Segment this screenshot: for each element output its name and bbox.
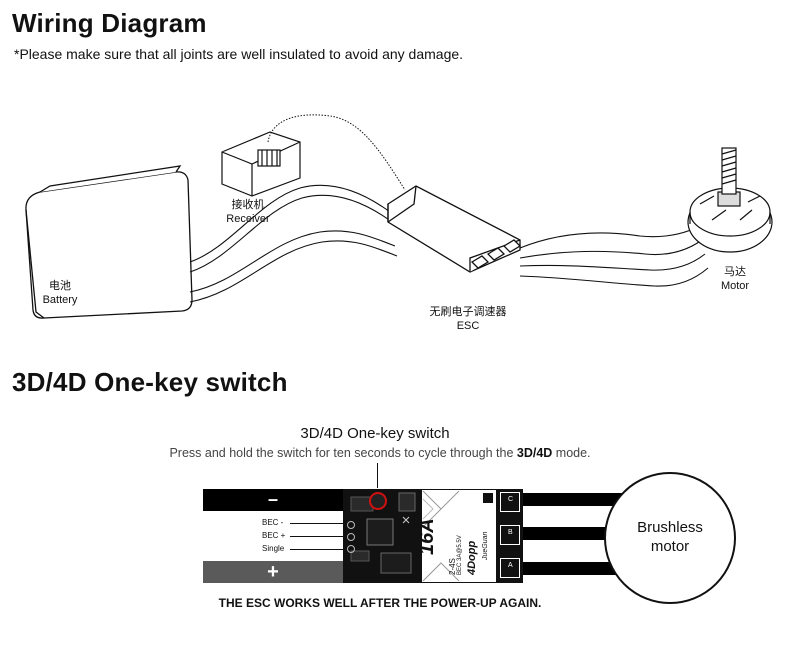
esc-label-sticker xyxy=(421,489,497,583)
esc-label-en: ESC xyxy=(456,320,480,332)
phase-label-c: C xyxy=(508,496,514,503)
brand-badge: T xyxy=(462,494,468,504)
brushless-motor-line1: Brushless xyxy=(637,519,703,536)
receiver-label-en: Receiver xyxy=(226,213,270,225)
footer-text: THE ESC WORKS WELL AFTER THE POWER-UP AG… xyxy=(218,596,542,610)
receiver-label: 接收机 Receiver xyxy=(220,198,276,226)
battery-label-cn: 电池 xyxy=(49,280,71,292)
brushless-motor-label: Brushless motor xyxy=(606,518,734,556)
receiver-label-cn: 接收机 xyxy=(231,199,265,211)
pin-leader-2 xyxy=(290,536,346,537)
one-key-switch-button[interactable] xyxy=(369,492,387,510)
pin-label-signal: Single xyxy=(262,544,285,553)
signal-wire xyxy=(267,114,406,191)
cells-text: 2-4S xyxy=(448,558,457,575)
esc-label: 无刷电子调速器 ESC xyxy=(418,305,518,333)
footer-note: THE ESC WORKS WELL AFTER THE POWER-UP AG… xyxy=(150,596,610,610)
pad-b xyxy=(500,525,520,545)
brand-text: JueGuan xyxy=(482,531,489,560)
switch-instruction: Press and hold the switch for ten second… xyxy=(100,446,660,460)
bec-text: BEC 3A@5.5V xyxy=(457,535,463,575)
wiring-illustration xyxy=(25,114,773,319)
instruction-mode: 3D/4D xyxy=(516,446,553,460)
switch-callout: 3D/4D One-key switch xyxy=(200,425,550,442)
pin-label-bec-minus: BEC - xyxy=(262,518,284,527)
phase-label-b: B xyxy=(508,529,513,536)
motor-label-cn: 马达 xyxy=(724,266,746,278)
motor-wire-a xyxy=(523,562,623,575)
callout-line xyxy=(377,463,378,488)
pcb-components xyxy=(347,492,416,574)
pad-a xyxy=(500,558,520,578)
negative-power-lead: – xyxy=(203,489,343,511)
plus-sign: + xyxy=(267,561,279,583)
battery-label-en: Battery xyxy=(42,294,78,306)
pin-leader-3 xyxy=(290,549,346,550)
motor-label-en: Motor xyxy=(720,280,750,292)
brushless-motor-circle: Brushless motor xyxy=(604,472,736,604)
pin-label-bec-plus: BEC + xyxy=(262,531,286,540)
pin-leader-1 xyxy=(290,523,346,524)
motor-wire-b xyxy=(523,527,613,540)
rating-text: 16A xyxy=(416,518,438,555)
insulation-note: *Please make sure that all joints are we… xyxy=(14,46,464,62)
battery-leads xyxy=(189,184,398,303)
sticker-pattern xyxy=(422,490,493,582)
switch-instruction-text: Press and hold the switch for ten second… xyxy=(100,446,660,460)
esc-body xyxy=(387,185,522,273)
battery-label: 电池 Battery xyxy=(32,279,88,307)
instruction-suffix: mode. xyxy=(552,446,591,460)
motor-wire-c xyxy=(523,493,623,506)
positive-power-lead: + xyxy=(203,561,343,583)
motor-label: 马达 Motor xyxy=(707,265,763,293)
instruction-prefix: Press and hold the switch for ten second… xyxy=(169,446,517,460)
motor-pads xyxy=(497,489,523,583)
model-text: 4Dopp xyxy=(466,540,478,575)
switch-subtitle: 3D/4D One-key switch xyxy=(300,425,450,442)
battery-pack xyxy=(25,165,193,319)
phase-label-a: A xyxy=(508,562,513,569)
receiver-box xyxy=(221,131,301,197)
minus-sign: – xyxy=(267,489,278,509)
motor-body xyxy=(687,147,773,253)
brushless-motor-line2: motor xyxy=(650,538,690,555)
motor-leads xyxy=(519,225,709,287)
wiring-title: Wiring Diagram xyxy=(12,8,207,38)
esc-label-cn: 无刷电子调速器 xyxy=(429,306,507,318)
switch-section-title: 3D/4D One-key switch xyxy=(12,367,288,397)
pad-c xyxy=(500,492,520,512)
